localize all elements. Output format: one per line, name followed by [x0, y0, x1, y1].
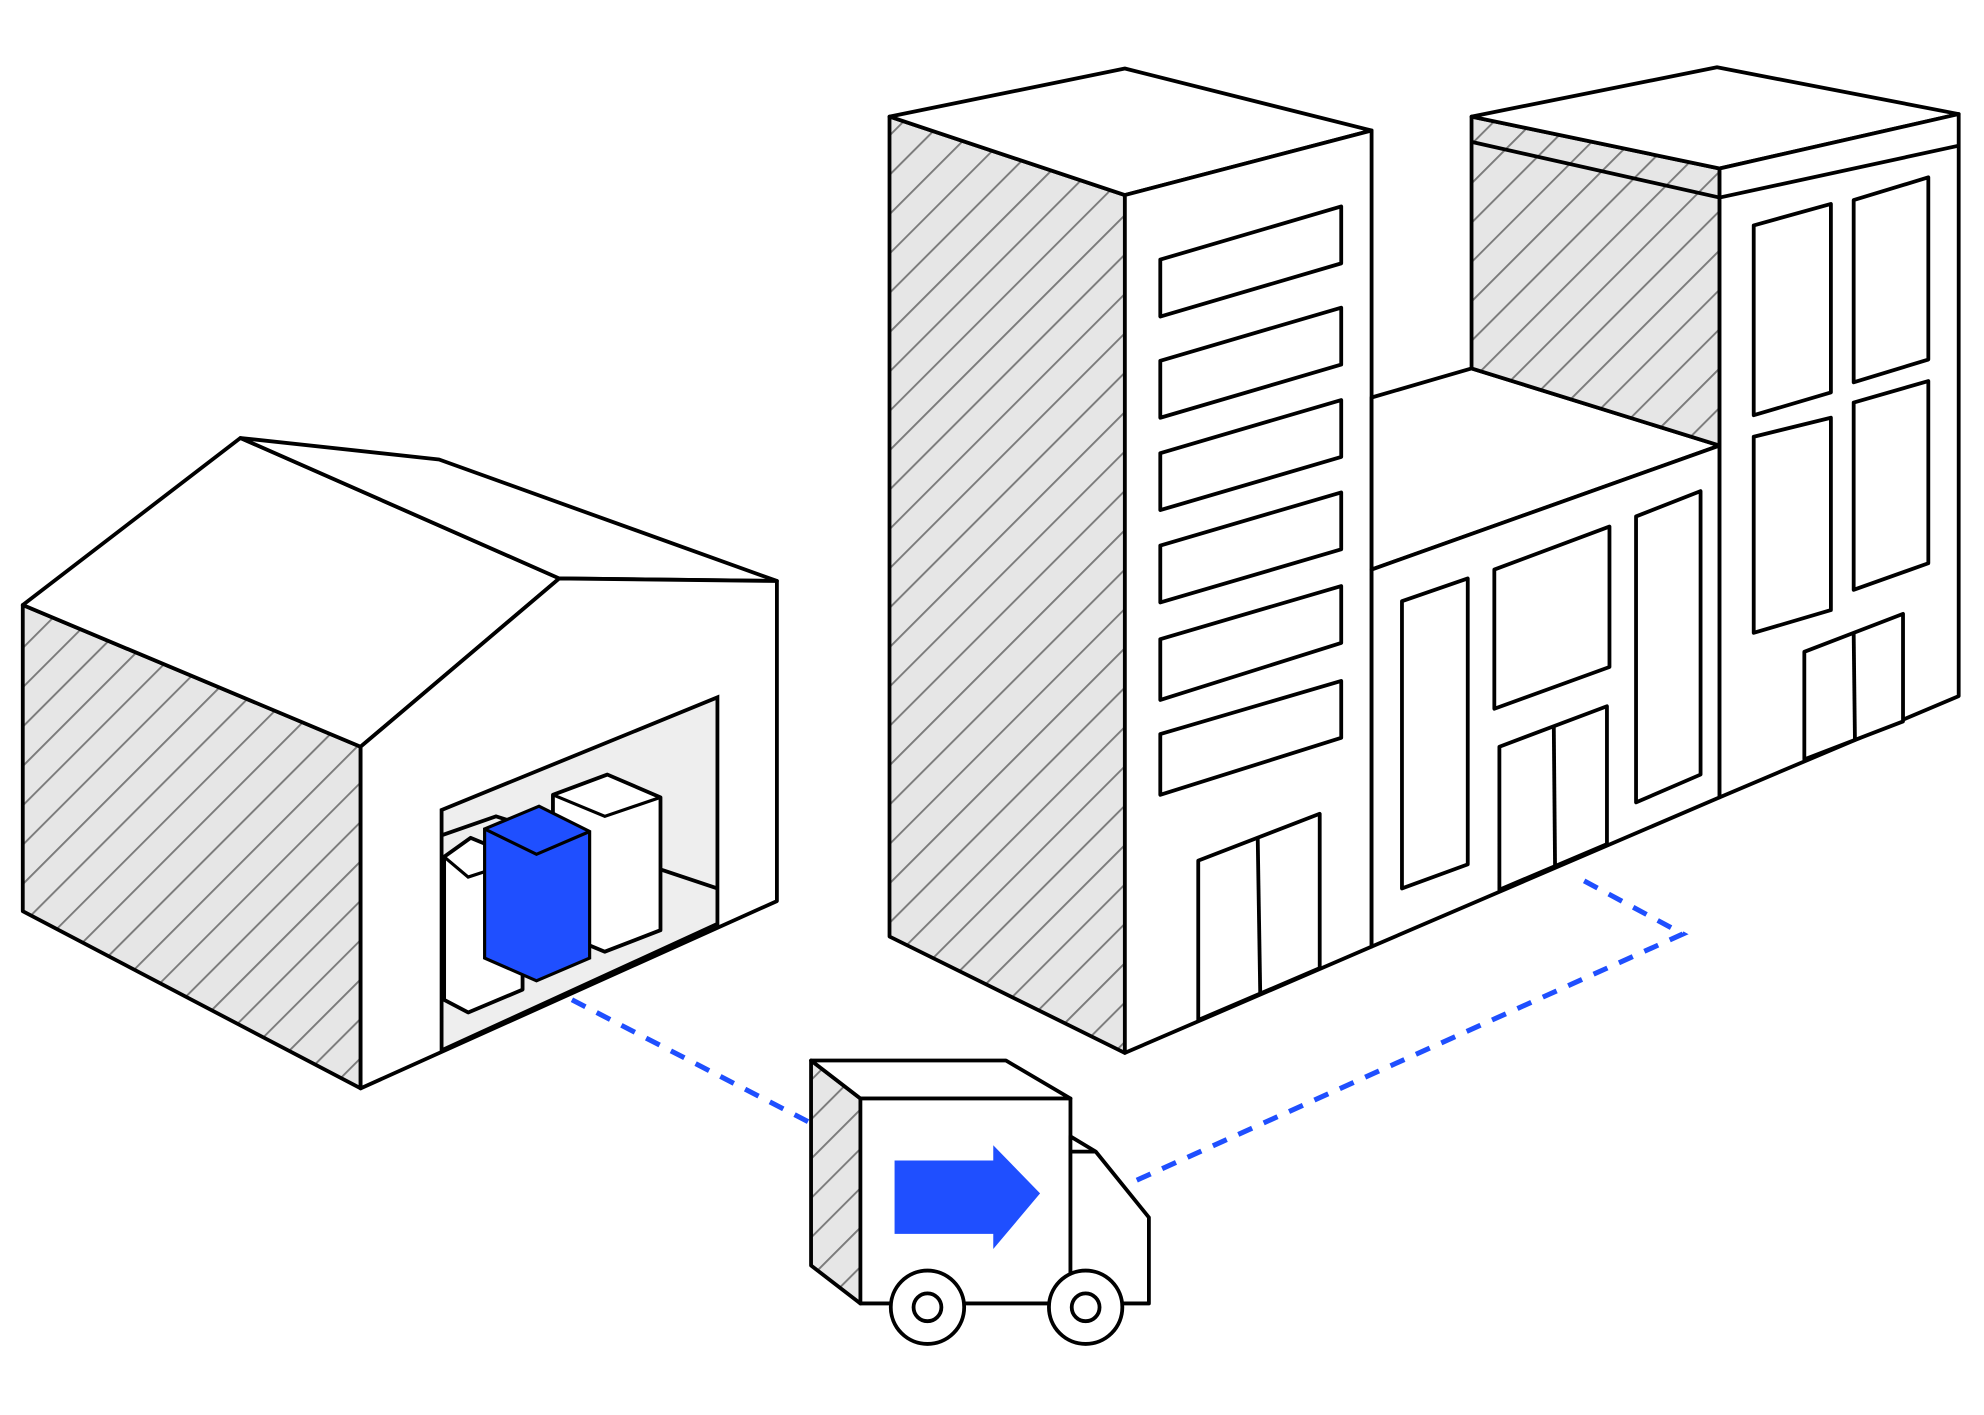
middle-building [1369, 366, 1722, 949]
tower-windows [1158, 204, 1344, 797]
truck-wheels [888, 1268, 1125, 1346]
delivery-truck-icon [809, 1058, 1151, 1346]
arrow-right-icon [894, 1145, 1041, 1250]
warehouse-icon [20, 436, 779, 1091]
storage-boxes [442, 772, 663, 1015]
office-tower [887, 66, 1374, 1055]
route-dashed-lines [570, 878, 1689, 1186]
right-building [1469, 65, 1961, 800]
